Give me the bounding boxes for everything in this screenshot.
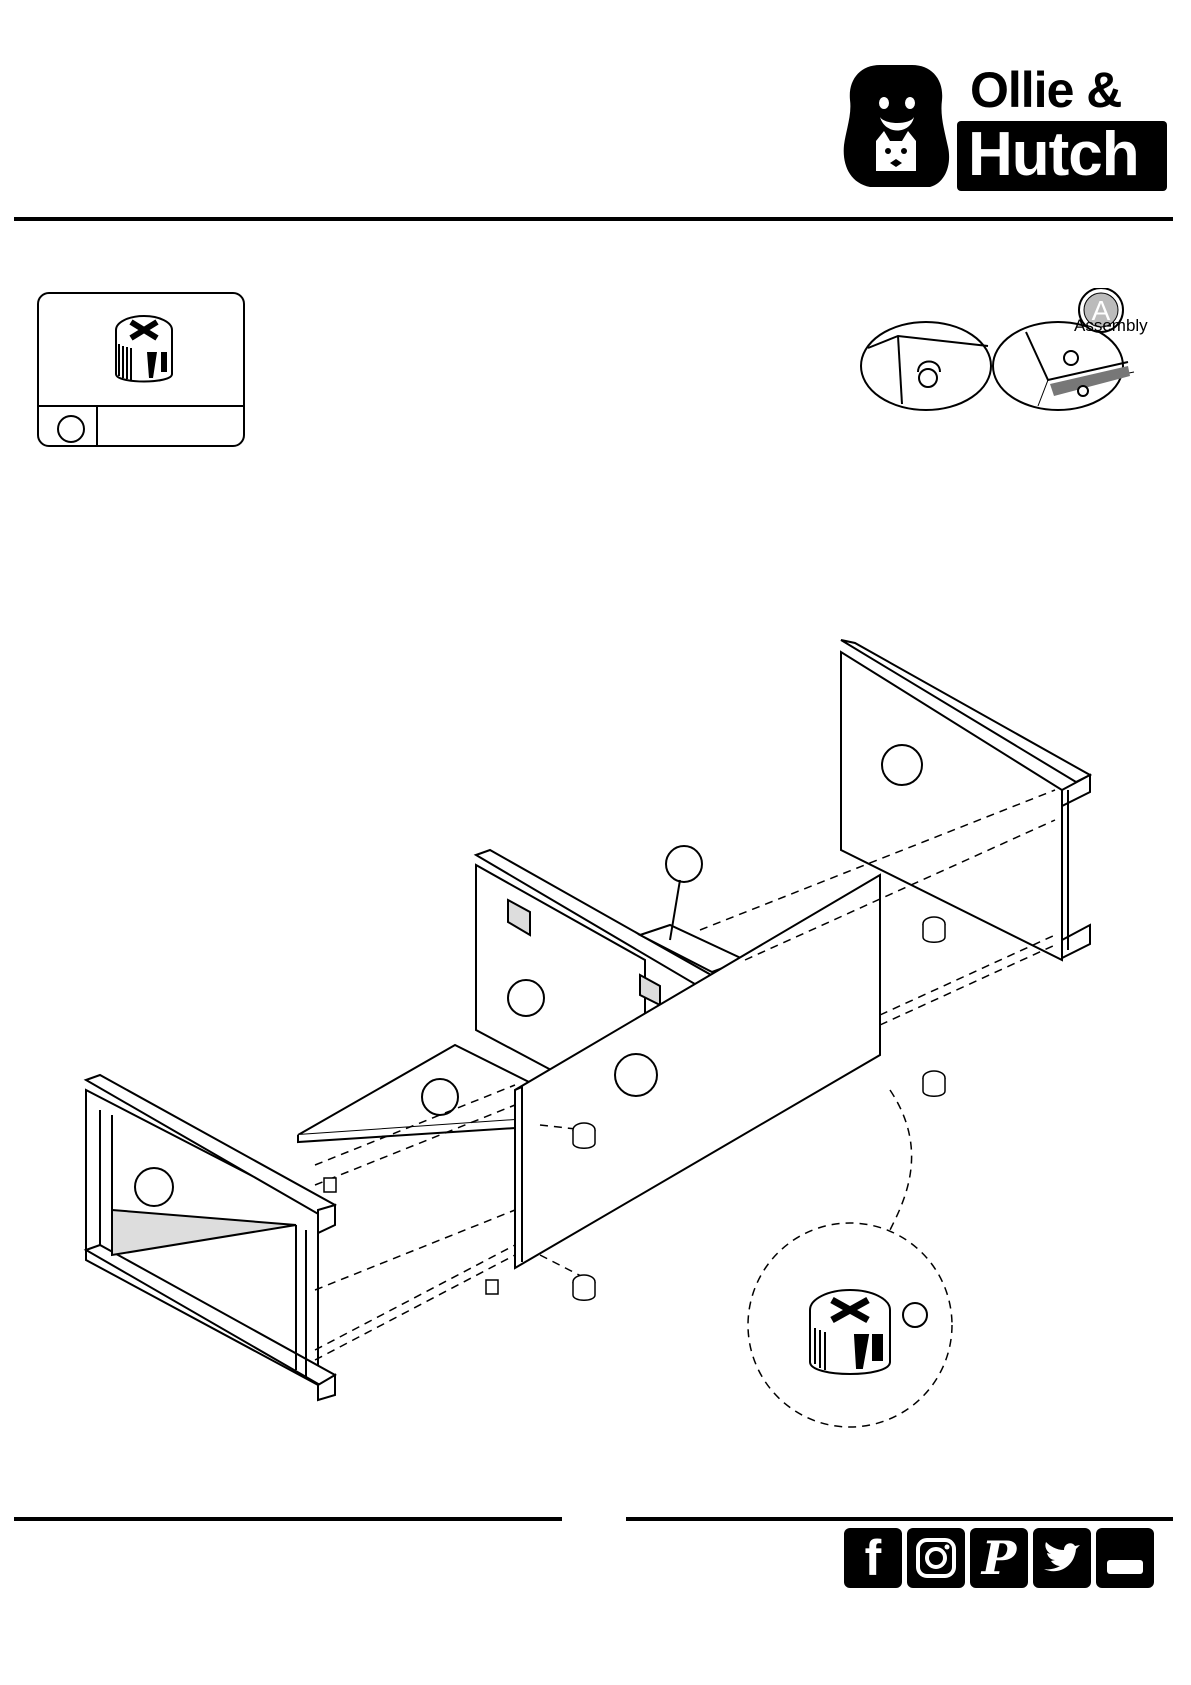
cam-lock-enlarged (810, 1290, 890, 1374)
detail-callouts: A (858, 288, 1158, 423)
social-icons: f P (844, 1528, 1154, 1588)
brand-name-top: Ollie & (970, 61, 1121, 119)
card-divider (39, 405, 243, 407)
header-rule (14, 217, 1173, 221)
brand-name-bottom: Hutch (968, 119, 1139, 190)
footer-rule-right (626, 1517, 1173, 1521)
pinterest-icon[interactable]: P (970, 1528, 1028, 1588)
assembly-badge-label: Assembly (1074, 316, 1148, 336)
footer-rule-left (14, 1517, 562, 1521)
instagram-icon[interactable] (907, 1528, 965, 1588)
twitter-icon[interactable] (1033, 1528, 1091, 1588)
cam-lock-detail-icon: A (858, 288, 1158, 418)
card-divider-vertical (96, 405, 98, 445)
youtube-icon[interactable] (1096, 1528, 1154, 1588)
part-number-circle (57, 415, 85, 443)
hardware-card (37, 292, 245, 447)
cam-lock-icon (109, 312, 179, 396)
dog-cat-logo-icon (840, 55, 955, 195)
brand-logo: Ollie & Hutch (840, 55, 1170, 195)
exploded-assembly-diagram (0, 600, 1191, 1430)
facebook-icon[interactable]: f (844, 1528, 902, 1588)
